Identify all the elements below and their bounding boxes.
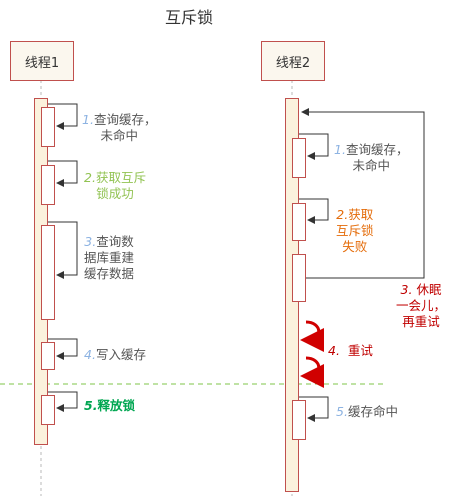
t1-step5-box <box>41 395 55 425</box>
t2-step4-line1: 重试 <box>347 343 373 358</box>
t1-step5-line1: 释放锁 <box>97 398 135 413</box>
t1-step4-num: 4. <box>84 347 96 362</box>
t1-step4-arrow <box>48 338 78 360</box>
t1-step1-num: 1. <box>82 112 94 127</box>
t1-step5-note: 5.释放锁 <box>84 398 135 414</box>
t2-step2-box <box>292 203 306 241</box>
t2-step1-line1: 查询缓存， <box>345 142 409 157</box>
t2-step5-num: 5. <box>336 404 348 419</box>
t2-step1-box <box>292 138 306 178</box>
t2-step3-num: 3. <box>400 282 413 297</box>
t1-step2-line2: 锁成功 <box>96 186 134 201</box>
t2-step5-note: 5.缓存命中 <box>336 404 398 420</box>
t2-step3-line3: 再重试 <box>402 314 440 329</box>
t1-step3-arrow <box>48 221 78 279</box>
t1-step4-line1: 写入缓存 <box>95 347 146 362</box>
t2-step2-num: 2. <box>336 207 349 222</box>
t1-step1-arrow <box>48 103 78 130</box>
retry-curl-lower <box>300 356 325 388</box>
retry-curl-upper <box>300 320 325 352</box>
thread2-header: 线程2 <box>261 41 325 81</box>
t2-step5-line1: 缓存命中 <box>347 404 398 419</box>
thread1-label: 线程1 <box>24 55 60 71</box>
t2-step2-line1: 获取 <box>348 207 374 222</box>
t1-step4-box <box>41 342 55 370</box>
t1-step1-line2: 未命中 <box>100 128 138 143</box>
t2-step3-box <box>292 254 306 302</box>
t2-step3-line1: 休眠 <box>416 282 442 297</box>
t2-step5-arrow <box>299 396 329 422</box>
diagram-title: 互斥锁 <box>165 8 214 27</box>
t1-step3-line2: 据库重建 <box>84 250 135 265</box>
t1-step5-num: 5. <box>84 398 98 413</box>
t1-step2-num: 2. <box>84 170 96 185</box>
t1-step4-note: 4.写入缓存 <box>84 347 146 363</box>
t1-step3-num: 3. <box>84 234 97 249</box>
t1-step2-arrow <box>48 160 78 187</box>
thread1-header: 线程1 <box>10 41 74 81</box>
t1-step1-box <box>41 107 55 147</box>
t2-step1-arrow <box>299 133 329 160</box>
t1-step5-arrow <box>48 391 78 412</box>
t1-step3-line1: 查询数 <box>96 234 134 249</box>
t2-step2-arrow <box>299 198 329 224</box>
t2-sleep-loop-arrow <box>301 108 425 279</box>
t2-step3-line2: 一会儿， <box>396 298 447 313</box>
t2-step4-num: 4. <box>328 343 340 358</box>
t1-step3-box <box>41 225 55 320</box>
t1-step3-note: 3.查询数 据库重建 缓存数据 <box>84 234 134 282</box>
t1-step3-line3: 缓存数据 <box>84 266 135 281</box>
t2-step4-note: 4. 重试 <box>328 343 373 359</box>
t2-step5-box <box>292 400 306 440</box>
t1-step1-line1: 查询缓存， <box>93 112 157 127</box>
t1-step2-box <box>41 165 55 205</box>
t2-step3-note: 3. 休眠 一会儿， 再重试 <box>396 282 446 330</box>
t2-step2-line3: 失败 <box>342 239 368 254</box>
t1-step2-line1: 获取互斥 <box>95 170 146 185</box>
t2-step1-line2: 未命中 <box>352 158 390 173</box>
t2-step1-num: 1. <box>334 142 346 157</box>
t1-step1-note: 1.查询缓存， 未命中 <box>82 112 156 144</box>
t1-step2-note: 2.获取互斥 锁成功 <box>84 170 146 202</box>
t2-step2-line2: 互斥锁 <box>336 223 374 238</box>
t2-step1-note: 1.查询缓存， 未命中 <box>334 142 408 174</box>
t2-step2-note: 2.获取 互斥锁 失败 <box>336 207 374 255</box>
thread2-label: 线程2 <box>275 55 311 71</box>
